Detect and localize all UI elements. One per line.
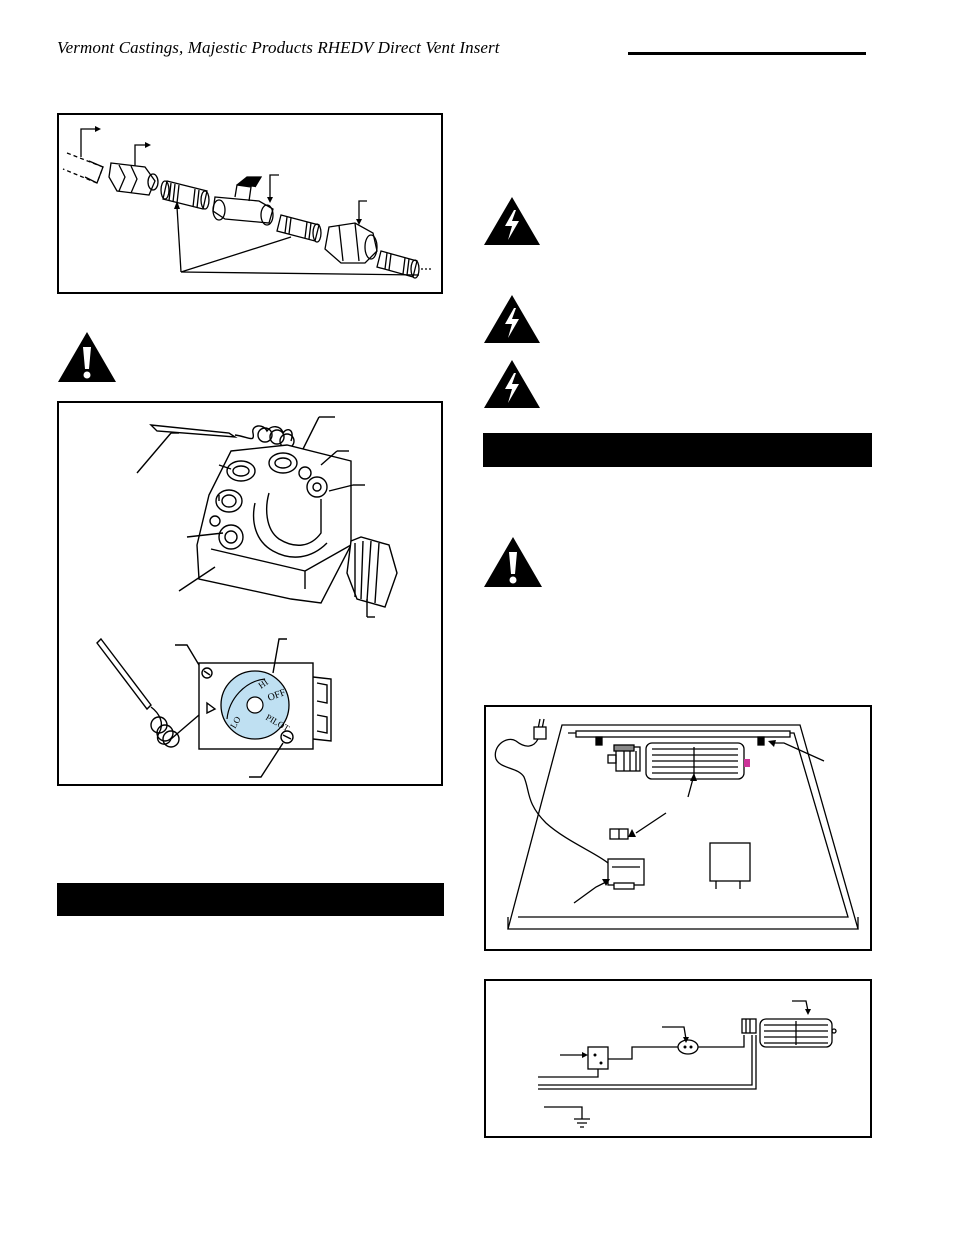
page-header-title: Vermont Castings, Majestic Products RHED… xyxy=(57,38,500,57)
dial-mark-hi: HI xyxy=(256,677,270,691)
section-heading-bar-left xyxy=(57,883,444,916)
figure-blower-installation xyxy=(484,705,872,951)
figure-wiring-diagram xyxy=(484,979,872,1138)
caution-warning-icon-right xyxy=(484,537,542,587)
wiring-diagram-drawing xyxy=(538,1000,837,1128)
section-heading-bar-right xyxy=(483,433,872,467)
electrical-warning-icon-2 xyxy=(484,295,540,343)
header-rule xyxy=(628,52,866,55)
caution-warning-icon xyxy=(58,332,116,382)
gas-fittings-drawing xyxy=(62,126,431,279)
blower-installation-drawing xyxy=(494,718,859,930)
electrical-warning-icon-3 xyxy=(484,360,540,408)
figure-gas-line-fittings xyxy=(57,113,443,294)
figure-gas-valve: HI OFF PILOT LO xyxy=(57,401,443,786)
electrical-warning-icon-1 xyxy=(484,197,540,245)
gas-valve-drawing: HI OFF PILOT LO xyxy=(96,416,398,778)
